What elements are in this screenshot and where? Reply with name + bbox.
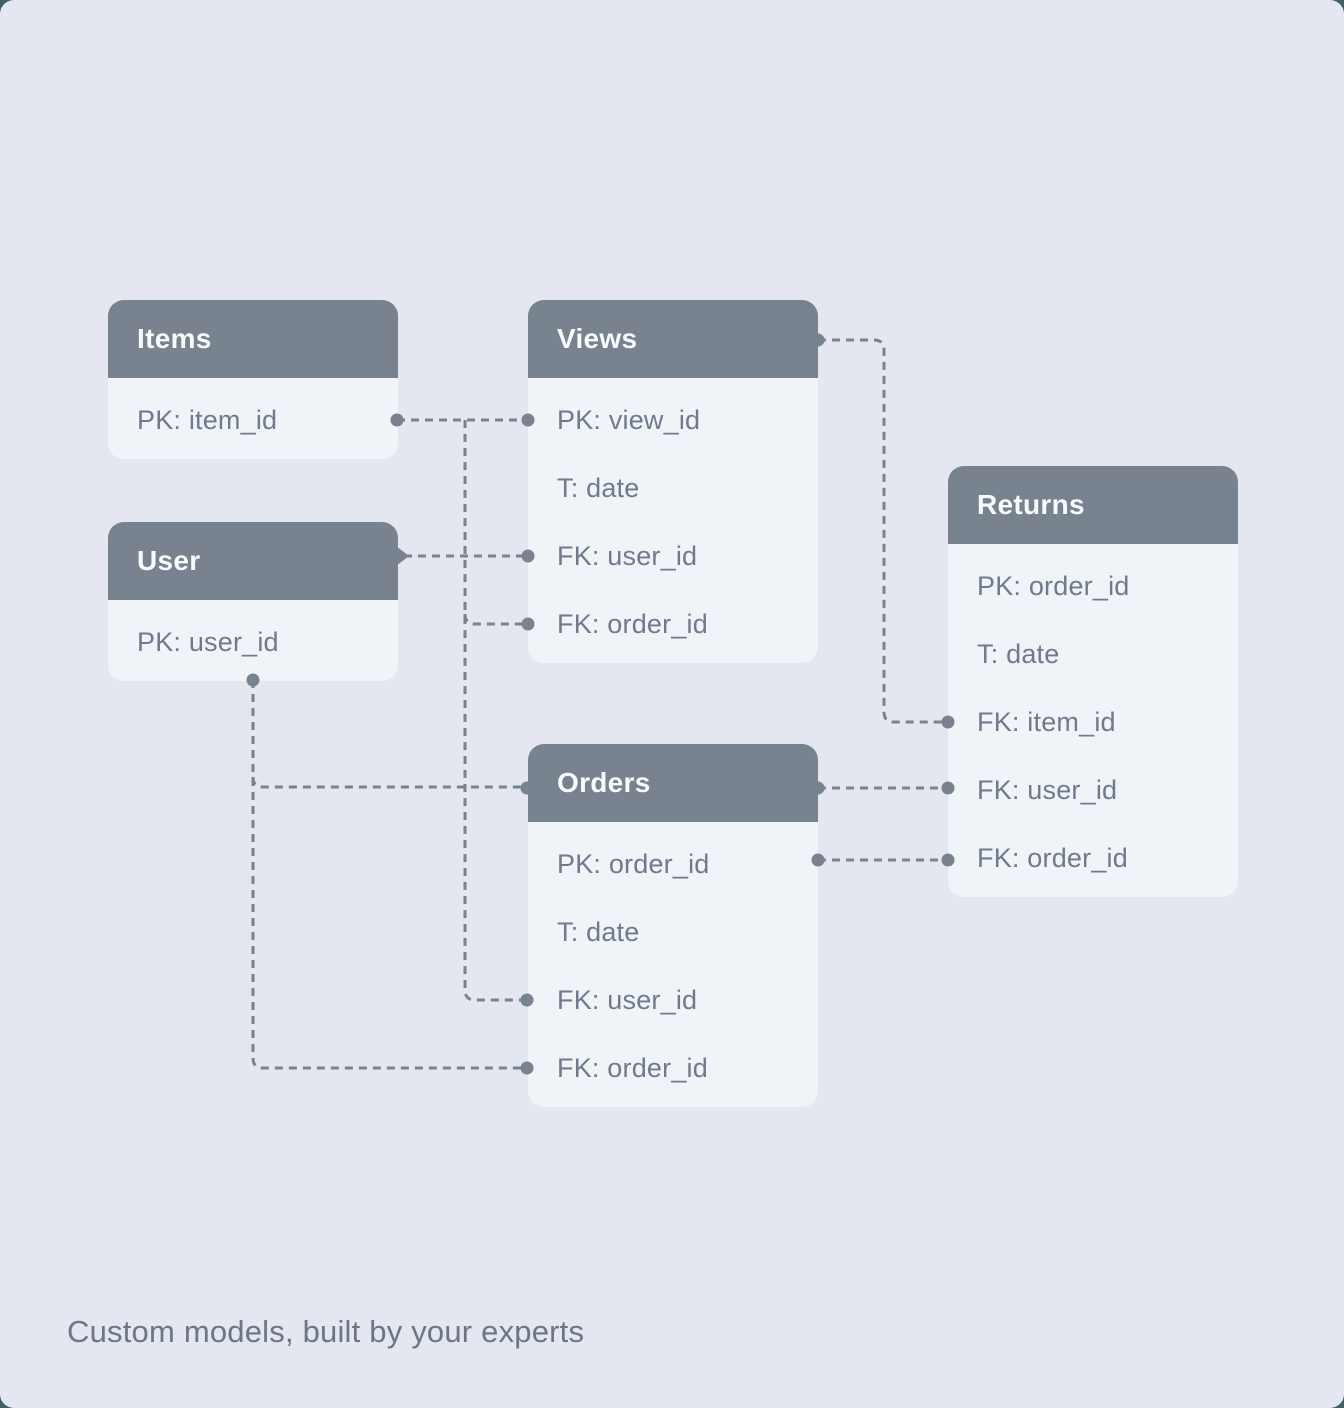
table-header: Views [528, 300, 818, 378]
table-field: PK: view_id [557, 404, 701, 435]
table-field: FK: user_id [557, 540, 698, 571]
table-field: T: date [977, 638, 1060, 669]
table-header: Orders [528, 744, 818, 822]
table-card-user: User PK: user_id [108, 522, 398, 681]
table-card-items: Items PK: item_id [108, 300, 398, 459]
table-field: T: date [557, 916, 640, 947]
table-field: PK: order_id [977, 570, 1130, 601]
table-field: FK: item_id [977, 706, 1116, 737]
table-title: Returns [977, 489, 1085, 520]
connector-branch-views-orderid [463, 613, 528, 626]
table-field: PK: order_id [557, 848, 710, 879]
connector-views-returns-itemid [818, 338, 948, 724]
table-field: T: date [557, 472, 640, 503]
connector-items-orders-userid [463, 420, 527, 1002]
table-field: FK: order_id [557, 608, 708, 639]
table-field: FK: user_id [557, 984, 698, 1015]
table-header: User [108, 522, 398, 600]
table-title: Orders [557, 767, 651, 798]
table-body: PK: user_id [108, 600, 398, 676]
table-field: PK: user_id [137, 626, 279, 657]
table-title: User [137, 545, 201, 576]
connector-branch-orders-header [251, 776, 527, 789]
table-field: FK: order_id [557, 1052, 708, 1083]
table-title: Views [557, 323, 638, 354]
table-body: PK: item_id [108, 378, 398, 454]
connector-user-orders-orderid [251, 680, 527, 1070]
caption: Custom models, built by your experts [67, 1314, 585, 1349]
table-field: FK: order_id [977, 842, 1128, 873]
table-title: Items [137, 323, 212, 354]
table-field: FK: user_id [977, 774, 1118, 805]
table-field: PK: item_id [137, 404, 278, 435]
table-header: Returns [948, 466, 1238, 544]
table-header: Items [108, 300, 398, 378]
